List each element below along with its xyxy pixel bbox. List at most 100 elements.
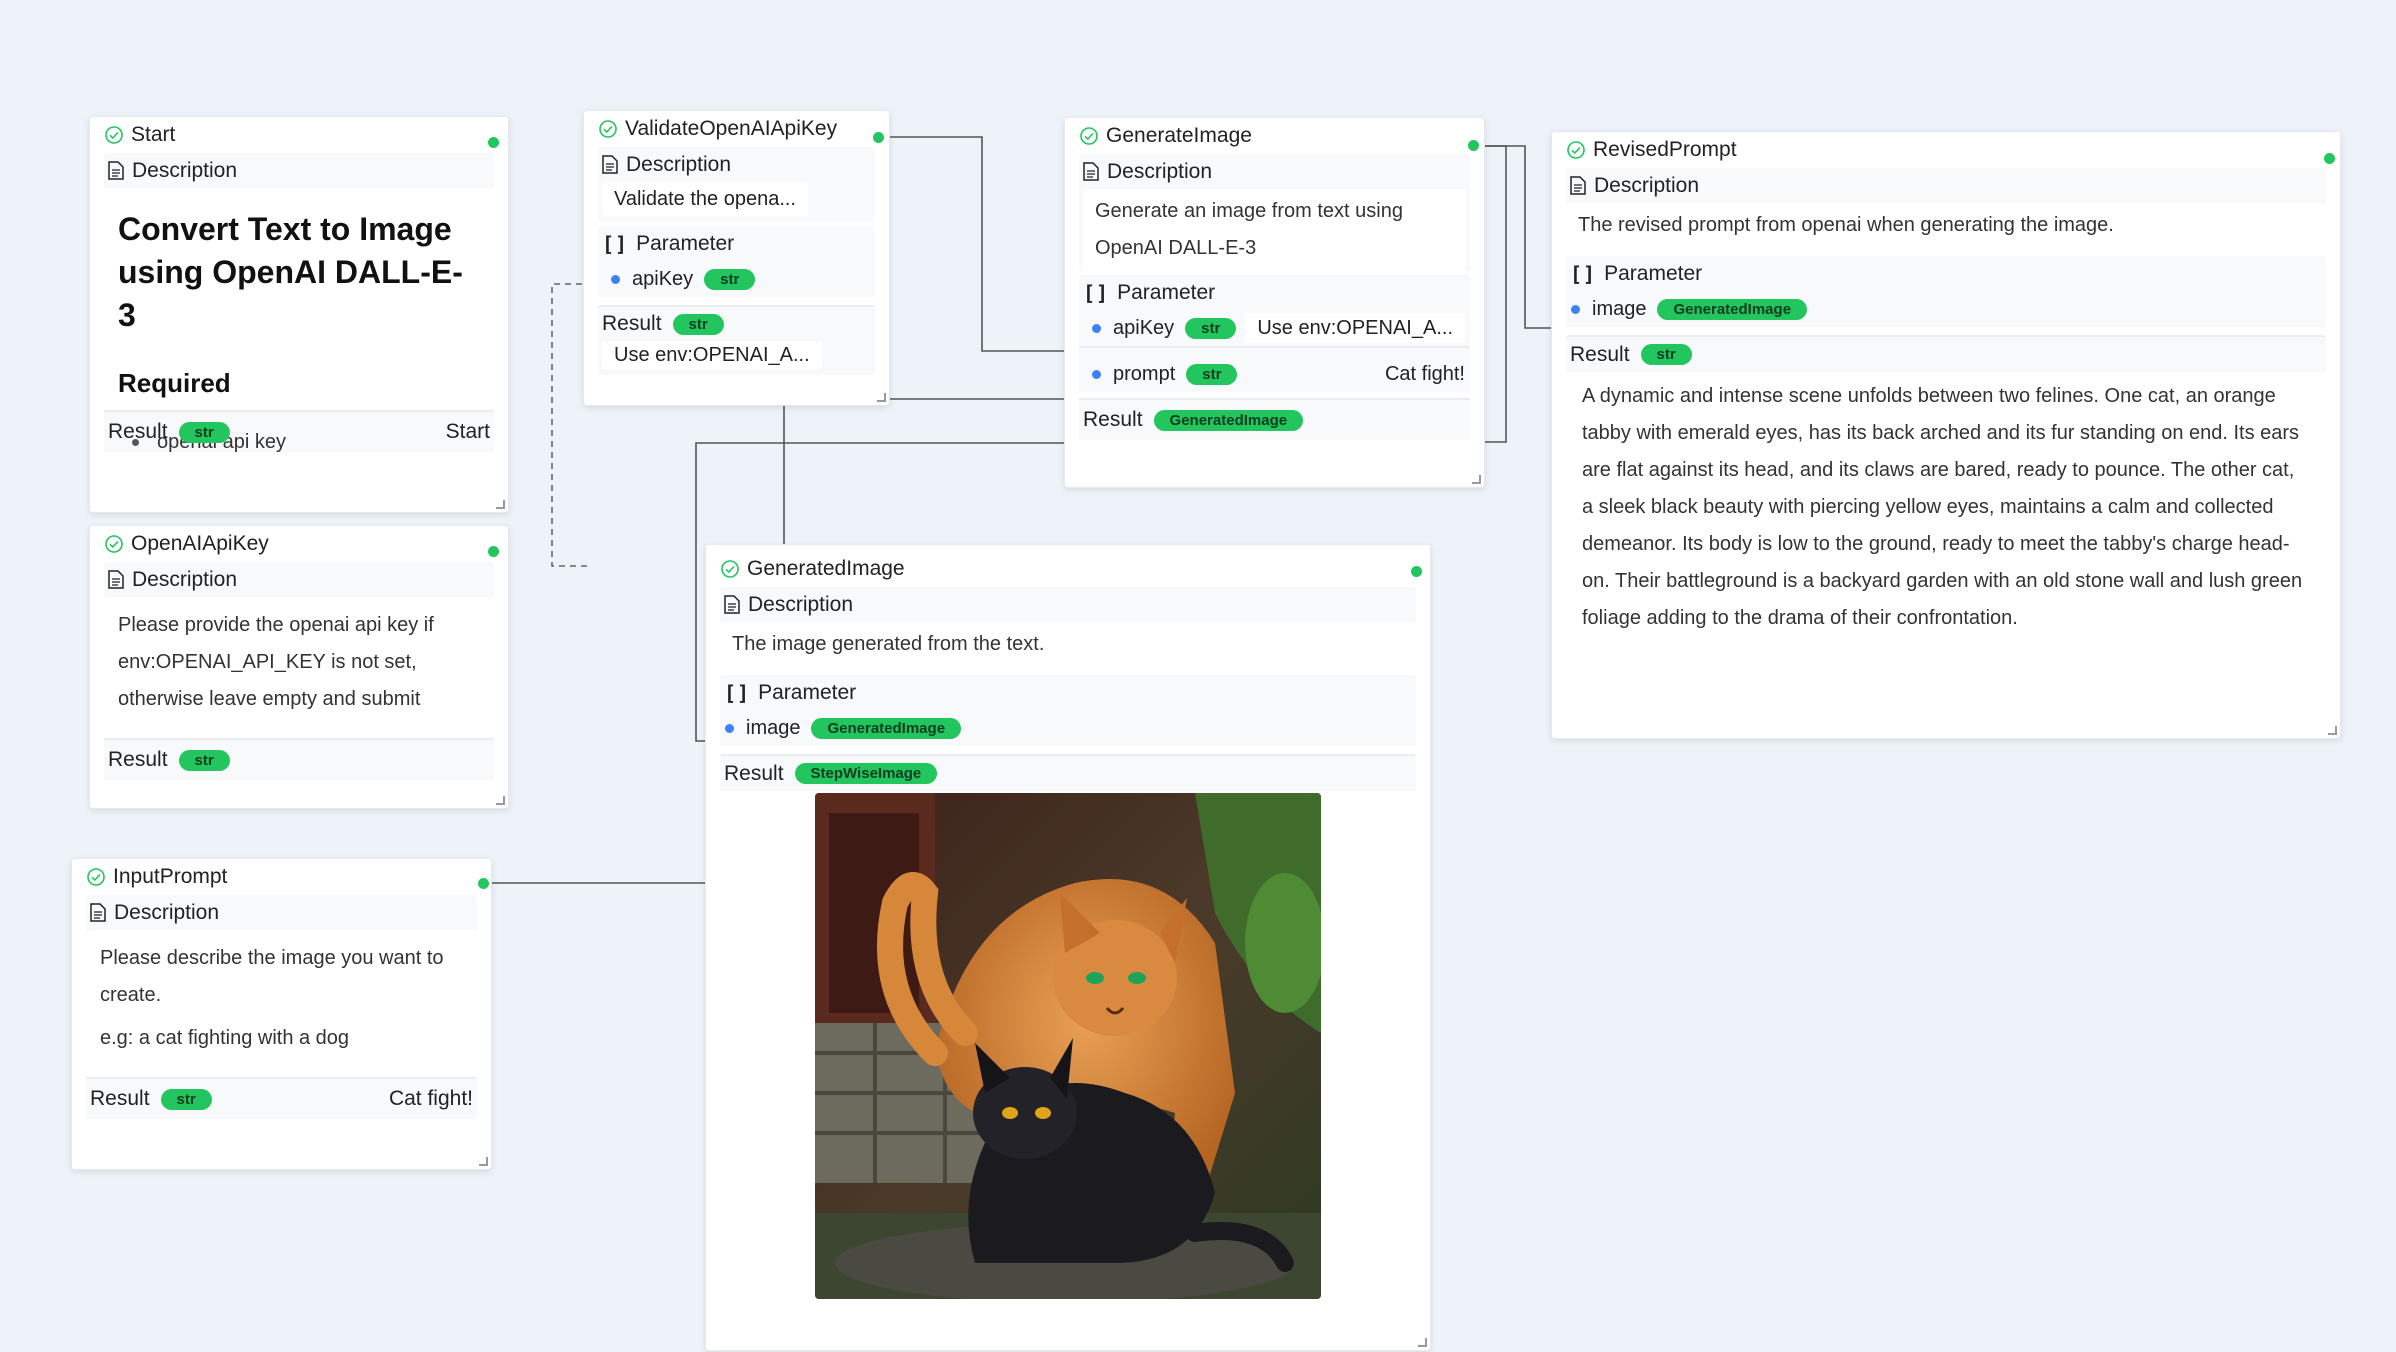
- input-port[interactable]: [725, 723, 734, 733]
- node-openai-api-key[interactable]: OpenAIApiKey Description Please provide …: [89, 525, 509, 809]
- check-circle-icon: [1079, 126, 1099, 146]
- resize-handle[interactable]: [479, 1157, 488, 1166]
- node-header[interactable]: Start: [90, 117, 508, 153]
- description-text: Generate an image from text using OpenAI…: [1083, 189, 1466, 271]
- param-row-apikey: apiKey str Use env:OPENAI_A...: [1079, 310, 1470, 348]
- description-section: Description The image generated from the…: [720, 587, 1416, 667]
- param-row-prompt: prompt str Cat fight!: [1079, 356, 1470, 392]
- input-port[interactable]: [1092, 369, 1101, 379]
- result-image-frame: [720, 791, 1416, 1309]
- resize-handle[interactable]: [496, 796, 505, 805]
- wire-validate-to-generate-apikey: [879, 136, 1082, 352]
- result-row: Result str: [104, 738, 494, 780]
- section-label: Description: [626, 152, 732, 176]
- input-port[interactable]: [1571, 304, 1580, 314]
- param-name: apiKey: [632, 267, 694, 290]
- node-input-prompt[interactable]: InputPrompt Description Please describe …: [71, 858, 492, 1170]
- start-heading: Convert Text to Image using OpenAI DALL-…: [118, 211, 463, 333]
- result-section: Result StepWiseImage: [720, 754, 1416, 1309]
- node-revised-prompt[interactable]: RevisedPrompt Description The revised pr…: [1551, 131, 2341, 739]
- resize-handle[interactable]: [1472, 475, 1481, 484]
- param-name: image: [746, 716, 801, 739]
- node-header[interactable]: GeneratedImage: [706, 551, 1430, 587]
- node-header[interactable]: InputPrompt: [72, 859, 491, 895]
- type-badge: str: [178, 749, 230, 771]
- resize-handle[interactable]: [496, 500, 505, 509]
- section-label: Description: [114, 900, 220, 924]
- param-row-apikey: apiKey str: [598, 261, 875, 297]
- node-header[interactable]: GenerateImage: [1065, 118, 1484, 154]
- node-validate-openai-api-key[interactable]: ValidateOpenAIApiKey Description Validat…: [583, 110, 890, 406]
- result-label: Result: [108, 420, 168, 443]
- type-badge: str: [178, 421, 230, 443]
- description-section: Description Please provide the openai ap…: [104, 562, 494, 728]
- node-title: ValidateOpenAIApiKey: [625, 117, 838, 140]
- node-header[interactable]: ValidateOpenAIApiKey: [584, 111, 889, 147]
- description-section: Description Convert Text to Image using …: [104, 153, 494, 453]
- param-name: image: [1592, 297, 1647, 320]
- param-value: Cat fight!: [1384, 362, 1465, 385]
- node-start[interactable]: Start Description Convert Text to Image …: [89, 116, 509, 513]
- check-circle-icon: [104, 125, 124, 145]
- section-label: Description: [1107, 159, 1213, 183]
- node-title: InputPrompt: [113, 865, 228, 888]
- result-label: Result: [1570, 342, 1630, 366]
- result-row: Result GeneratedImage: [1079, 398, 1470, 440]
- description-field[interactable]: Validate the opena...: [602, 182, 808, 216]
- output-port[interactable]: [873, 132, 884, 143]
- generated-image[interactable]: [815, 793, 1321, 1299]
- document-icon: [108, 161, 124, 180]
- node-header[interactable]: OpenAIApiKey: [90, 526, 508, 562]
- type-badge: str: [704, 268, 756, 290]
- document-icon: [90, 903, 106, 922]
- output-port[interactable]: [1468, 140, 1479, 151]
- required-heading: Required: [118, 368, 231, 398]
- result-row: Result str Start: [104, 410, 494, 452]
- brackets-icon: []: [1570, 261, 1597, 286]
- result-label: Result: [724, 761, 784, 785]
- check-circle-icon: [104, 534, 124, 554]
- input-port[interactable]: [1092, 323, 1101, 333]
- param-row-image: image GeneratedImage: [720, 710, 1416, 746]
- description-section: Description The revised prompt from open…: [1566, 168, 2326, 248]
- resize-handle[interactable]: [877, 393, 886, 402]
- section-label: Parameter: [758, 680, 857, 704]
- result-value: Start: [445, 420, 490, 443]
- document-icon: [1083, 162, 1099, 181]
- node-title: OpenAIApiKey: [131, 532, 269, 555]
- param-name: prompt: [1113, 362, 1176, 385]
- type-badge: GeneratedImage: [1153, 409, 1304, 431]
- description-text: Please provide the openai api key if env…: [104, 597, 494, 728]
- check-circle-icon: [1566, 140, 1586, 160]
- brackets-icon: []: [724, 680, 751, 705]
- node-generated-image[interactable]: GeneratedImage Description The image gen…: [705, 544, 1431, 1351]
- output-port[interactable]: [478, 878, 489, 889]
- brackets-icon: []: [1083, 280, 1110, 305]
- output-port[interactable]: [2324, 153, 2335, 164]
- parameter-section: [] Parameter apiKey str Use env:OPENAI_A.…: [1079, 275, 1470, 392]
- type-badge: StepWiseImage: [794, 763, 938, 784]
- node-header[interactable]: RevisedPrompt: [1552, 132, 2340, 168]
- section-label: Parameter: [1117, 280, 1216, 304]
- resize-handle[interactable]: [1418, 1338, 1427, 1347]
- node-title: GenerateImage: [1106, 124, 1252, 147]
- result-text: A dynamic and intense scene unfolds betw…: [1566, 372, 2326, 643]
- parameter-section: [] Parameter apiKey str: [598, 226, 875, 297]
- section-label: Description: [748, 592, 854, 616]
- node-generate-image[interactable]: GenerateImage Description Generate an im…: [1064, 117, 1485, 488]
- result-label: Result: [108, 748, 168, 771]
- result-value: Cat fight!: [388, 1087, 473, 1110]
- brackets-icon: []: [602, 231, 629, 256]
- section-label: Parameter: [636, 231, 735, 255]
- resize-handle[interactable]: [2328, 726, 2337, 735]
- input-port[interactable]: [611, 274, 620, 284]
- section-label: Description: [132, 567, 238, 591]
- output-port[interactable]: [1411, 566, 1422, 577]
- description-text: The revised prompt from openai when gene…: [1566, 203, 2326, 248]
- output-port[interactable]: [488, 546, 499, 557]
- section-label: Description: [1594, 173, 1700, 197]
- param-value[interactable]: Use env:OPENAI_A...: [1245, 313, 1465, 343]
- output-port[interactable]: [488, 137, 499, 148]
- description-text: The image generated from the text.: [720, 622, 1416, 667]
